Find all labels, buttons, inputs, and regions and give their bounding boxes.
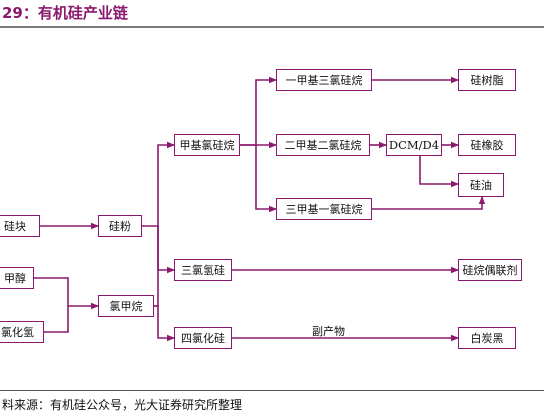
node-label: 白炭黑	[470, 332, 504, 345]
edge-tri-to-oil	[372, 196, 486, 210]
node-label: 甲醇	[4, 272, 26, 285]
node-methanol: 甲醇	[0, 267, 34, 289]
figure-title: 29：有机硅产业链	[2, 4, 128, 22]
edge-dcm-to-oil	[419, 156, 459, 188]
edge-label-byproduct: 副产物	[312, 325, 345, 338]
node-label: 二甲基二氯硅烷	[284, 139, 362, 152]
edge-methylchlorosilane-to-tri	[255, 145, 277, 213]
node-label: 四氯化硅	[181, 332, 225, 345]
edge-powder-to-methylchlorosilane	[142, 141, 175, 227]
node-silicone-rubber: 硅橡胶	[458, 134, 516, 156]
node-white-carbon-black: 白炭黑	[458, 327, 516, 349]
edge-powder-to-trichlorosilane	[157, 226, 175, 274]
edge-hcl-to-methylchloride	[44, 306, 69, 333]
node-methyl-trichlorosilane: 一甲基三氯硅烷	[276, 69, 372, 91]
node-silicone-resin: 硅树脂	[458, 69, 516, 91]
node-label: 硅油	[470, 179, 492, 192]
node-trimethyl-chlorosilane: 三甲基一氯硅烷	[276, 198, 372, 220]
node-label: 甲基氯硅烷	[179, 139, 235, 152]
edge-methanol-to-methylchloride	[34, 277, 99, 310]
node-silicon-tetrachloride: 四氯化硅	[174, 327, 232, 349]
node-label: 三氯氢硅	[181, 264, 225, 277]
node-trichlorosilane: 三氯氢硅	[174, 259, 232, 281]
node-label: 硅粉	[109, 220, 131, 233]
node-silicon-powder: 硅粉	[98, 215, 142, 237]
bottom-rule	[0, 390, 544, 391]
node-label: 硅橡胶	[470, 139, 504, 152]
node-dimethyl-dichlorosilane: 二甲基二氯硅烷	[276, 134, 370, 156]
node-methyl-chloride: 氯甲烷	[98, 295, 154, 317]
top-rule	[0, 26, 544, 28]
edge-methylchlorosilane-to-mono	[240, 76, 277, 146]
node-hydrogen-chloride: 氯化氢	[0, 321, 44, 343]
node-label: DCM/D4	[388, 138, 440, 152]
node-label: 一甲基三氯硅烷	[285, 74, 363, 87]
node-label: 硅树脂	[470, 74, 504, 87]
node-label: 硅块	[4, 220, 26, 233]
node-silicon-block: 硅块	[0, 215, 40, 237]
node-dcm-d4: DCM/D4	[386, 134, 442, 156]
node-silicone-oil: 硅油	[458, 173, 504, 197]
node-label: 三甲基一氯硅烷	[285, 203, 363, 216]
edge-methylchloride-to-methylchlorosilane	[154, 226, 159, 307]
node-label: 氯化氢	[1, 326, 34, 339]
node-label: 硅烷偶联剂	[462, 264, 518, 277]
node-label: 氯甲烷	[109, 300, 143, 313]
node-silane-coupling-agent: 硅烷偶联剂	[458, 259, 522, 281]
source-note: 料来源：有机硅公众号，光大证券研究所整理	[2, 398, 243, 412]
edge-methylchloride-to-tetrachloride	[154, 305, 175, 342]
node-methyl-chlorosilane: 甲基氯硅烷	[174, 134, 240, 156]
